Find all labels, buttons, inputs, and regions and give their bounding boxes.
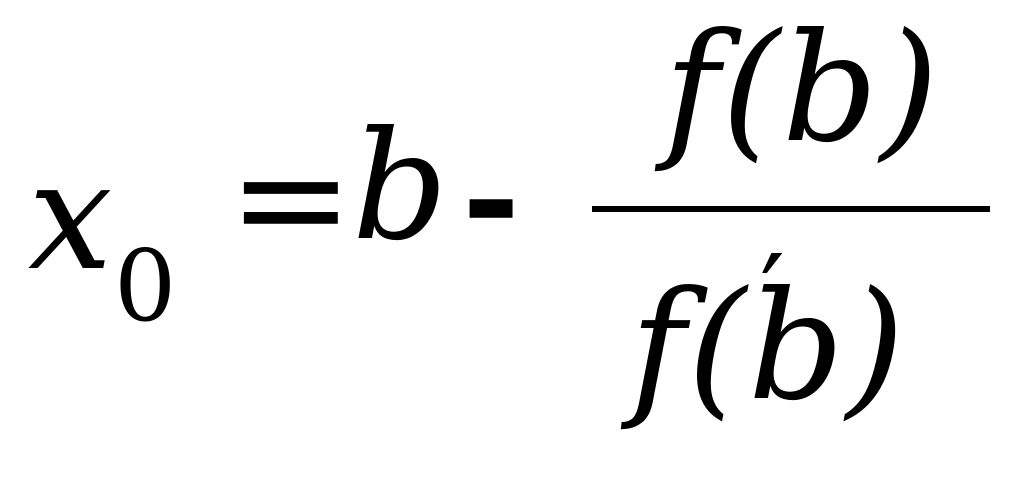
fraction-numerator: f(b) [664,2,941,176]
lhs-variable: x [28,130,113,304]
fraction-denominator: f(b) [630,260,907,434]
first-term: b [352,100,449,274]
lhs-subscript: 0 [114,230,177,344]
prime-mark: ′ [760,231,785,359]
equals-sign: = [228,112,354,286]
minus-sign: - [462,116,521,280]
fraction-bar [592,206,990,212]
